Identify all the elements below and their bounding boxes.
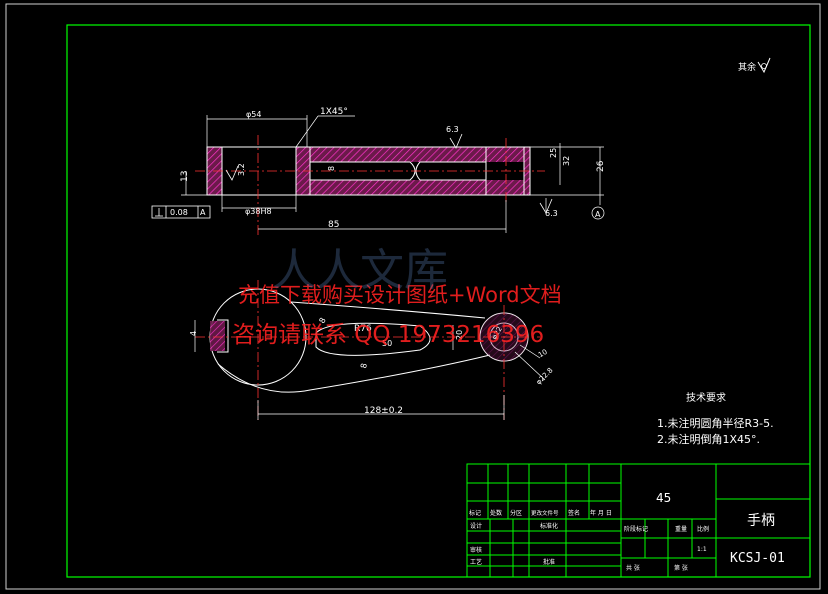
dim-8: 8 [327,166,336,171]
dim-8b: 8 [317,316,327,325]
flatness-datum: A [200,208,206,217]
dim-32: 32 [562,156,571,166]
watermark-line2: 咨询请联系 QQ 1973216396 [232,322,544,348]
sheet-outer-frame [5,3,821,590]
dim-50: 50 [382,339,392,348]
dim-spacing: 128±0.2 [364,406,403,416]
drawing-border [66,24,811,578]
row-design: 设计 [470,522,482,530]
scale-label: 比例 [697,525,709,533]
title-block-text: 45 手柄 KCSJ-01 标记 处数 分区 更改文件号 签名 年 月 日 设计… [469,491,785,572]
dim-10: 10 [537,348,549,359]
row-process: 工艺 [470,558,482,566]
scale-value: 1:1 [697,546,707,553]
part-name: 手柄 [747,513,775,529]
flatness-frame: 0.08 A [151,205,211,219]
dim-bore: φ38H8 [245,207,272,216]
header-count: 处数 [490,509,502,517]
row-standard: 标准化 [540,522,558,530]
dim-chamfer: 1X45° [320,107,348,117]
header-mark: 标记 [469,509,481,517]
tech-req-title: 技术要求 [686,391,726,404]
dim-85: 85 [328,220,339,230]
watermark: 充值下载购买设计图纸+Word文档 咨询请联系 QQ 1973216396 人人… [232,245,562,348]
top-section-view: φ54 1X45° 6.3 3.2 6.3 25 32 26 13 8 φ38H… [151,107,606,238]
row-check: 审核 [470,546,482,554]
dim-8c: 8 [359,362,369,369]
roughness-general-symbol: 其余 [738,57,771,74]
dim-13: 13 [180,171,190,182]
header-date: 年 月 日 [590,509,612,517]
dim-4: 4 [189,331,198,336]
dim-20: 20 [455,330,464,340]
watermark-line1: 充值下载购买设计图纸+Word文档 [238,283,562,307]
material-value: 45 [656,491,671,505]
roughness-c: 3.2 [237,163,246,176]
dim-25: 25 [549,148,558,158]
dim-outer-dia: φ54 [246,110,261,119]
watermark-logo: 人人文库 [272,245,448,296]
roughness-d: 6.3 [545,209,558,218]
dim-228: φ22.8 [535,366,555,386]
tech-req-item1: 1.未注明圆角半径R3-5. [657,416,774,430]
sheets-total: 共 张 [626,564,640,572]
datum-a-label: A [595,210,601,219]
sheet-number: 第 张 [674,564,688,572]
drawing-number: KCSJ-01 [730,551,785,566]
dim-26: 26 [596,160,606,172]
weight-label: 重量 [675,525,687,533]
title-block [466,463,811,578]
row-approve: 批准 [543,558,555,566]
header-change: 更改文件号 [531,509,559,517]
stage-mark: 阶段标记 [624,525,648,533]
header-zone: 分区 [510,509,522,517]
roughness-general-label: 其余 [738,61,756,73]
roughness-a: 6.3 [446,125,459,134]
dim-r76: R76 [354,324,372,334]
tech-requirements: 技术要求 1.未注明圆角半径R3-5. 2.未注明倒角1X45°. [657,391,774,446]
header-sign: 签名 [568,509,580,517]
tech-req-item2: 2.未注明倒角1X45°. [657,432,760,446]
front-view: 4 R76 50 20 8 8 φ22 φ22.8 10 128±0.2 [189,280,555,420]
flatness-value: 0.08 [170,208,188,217]
